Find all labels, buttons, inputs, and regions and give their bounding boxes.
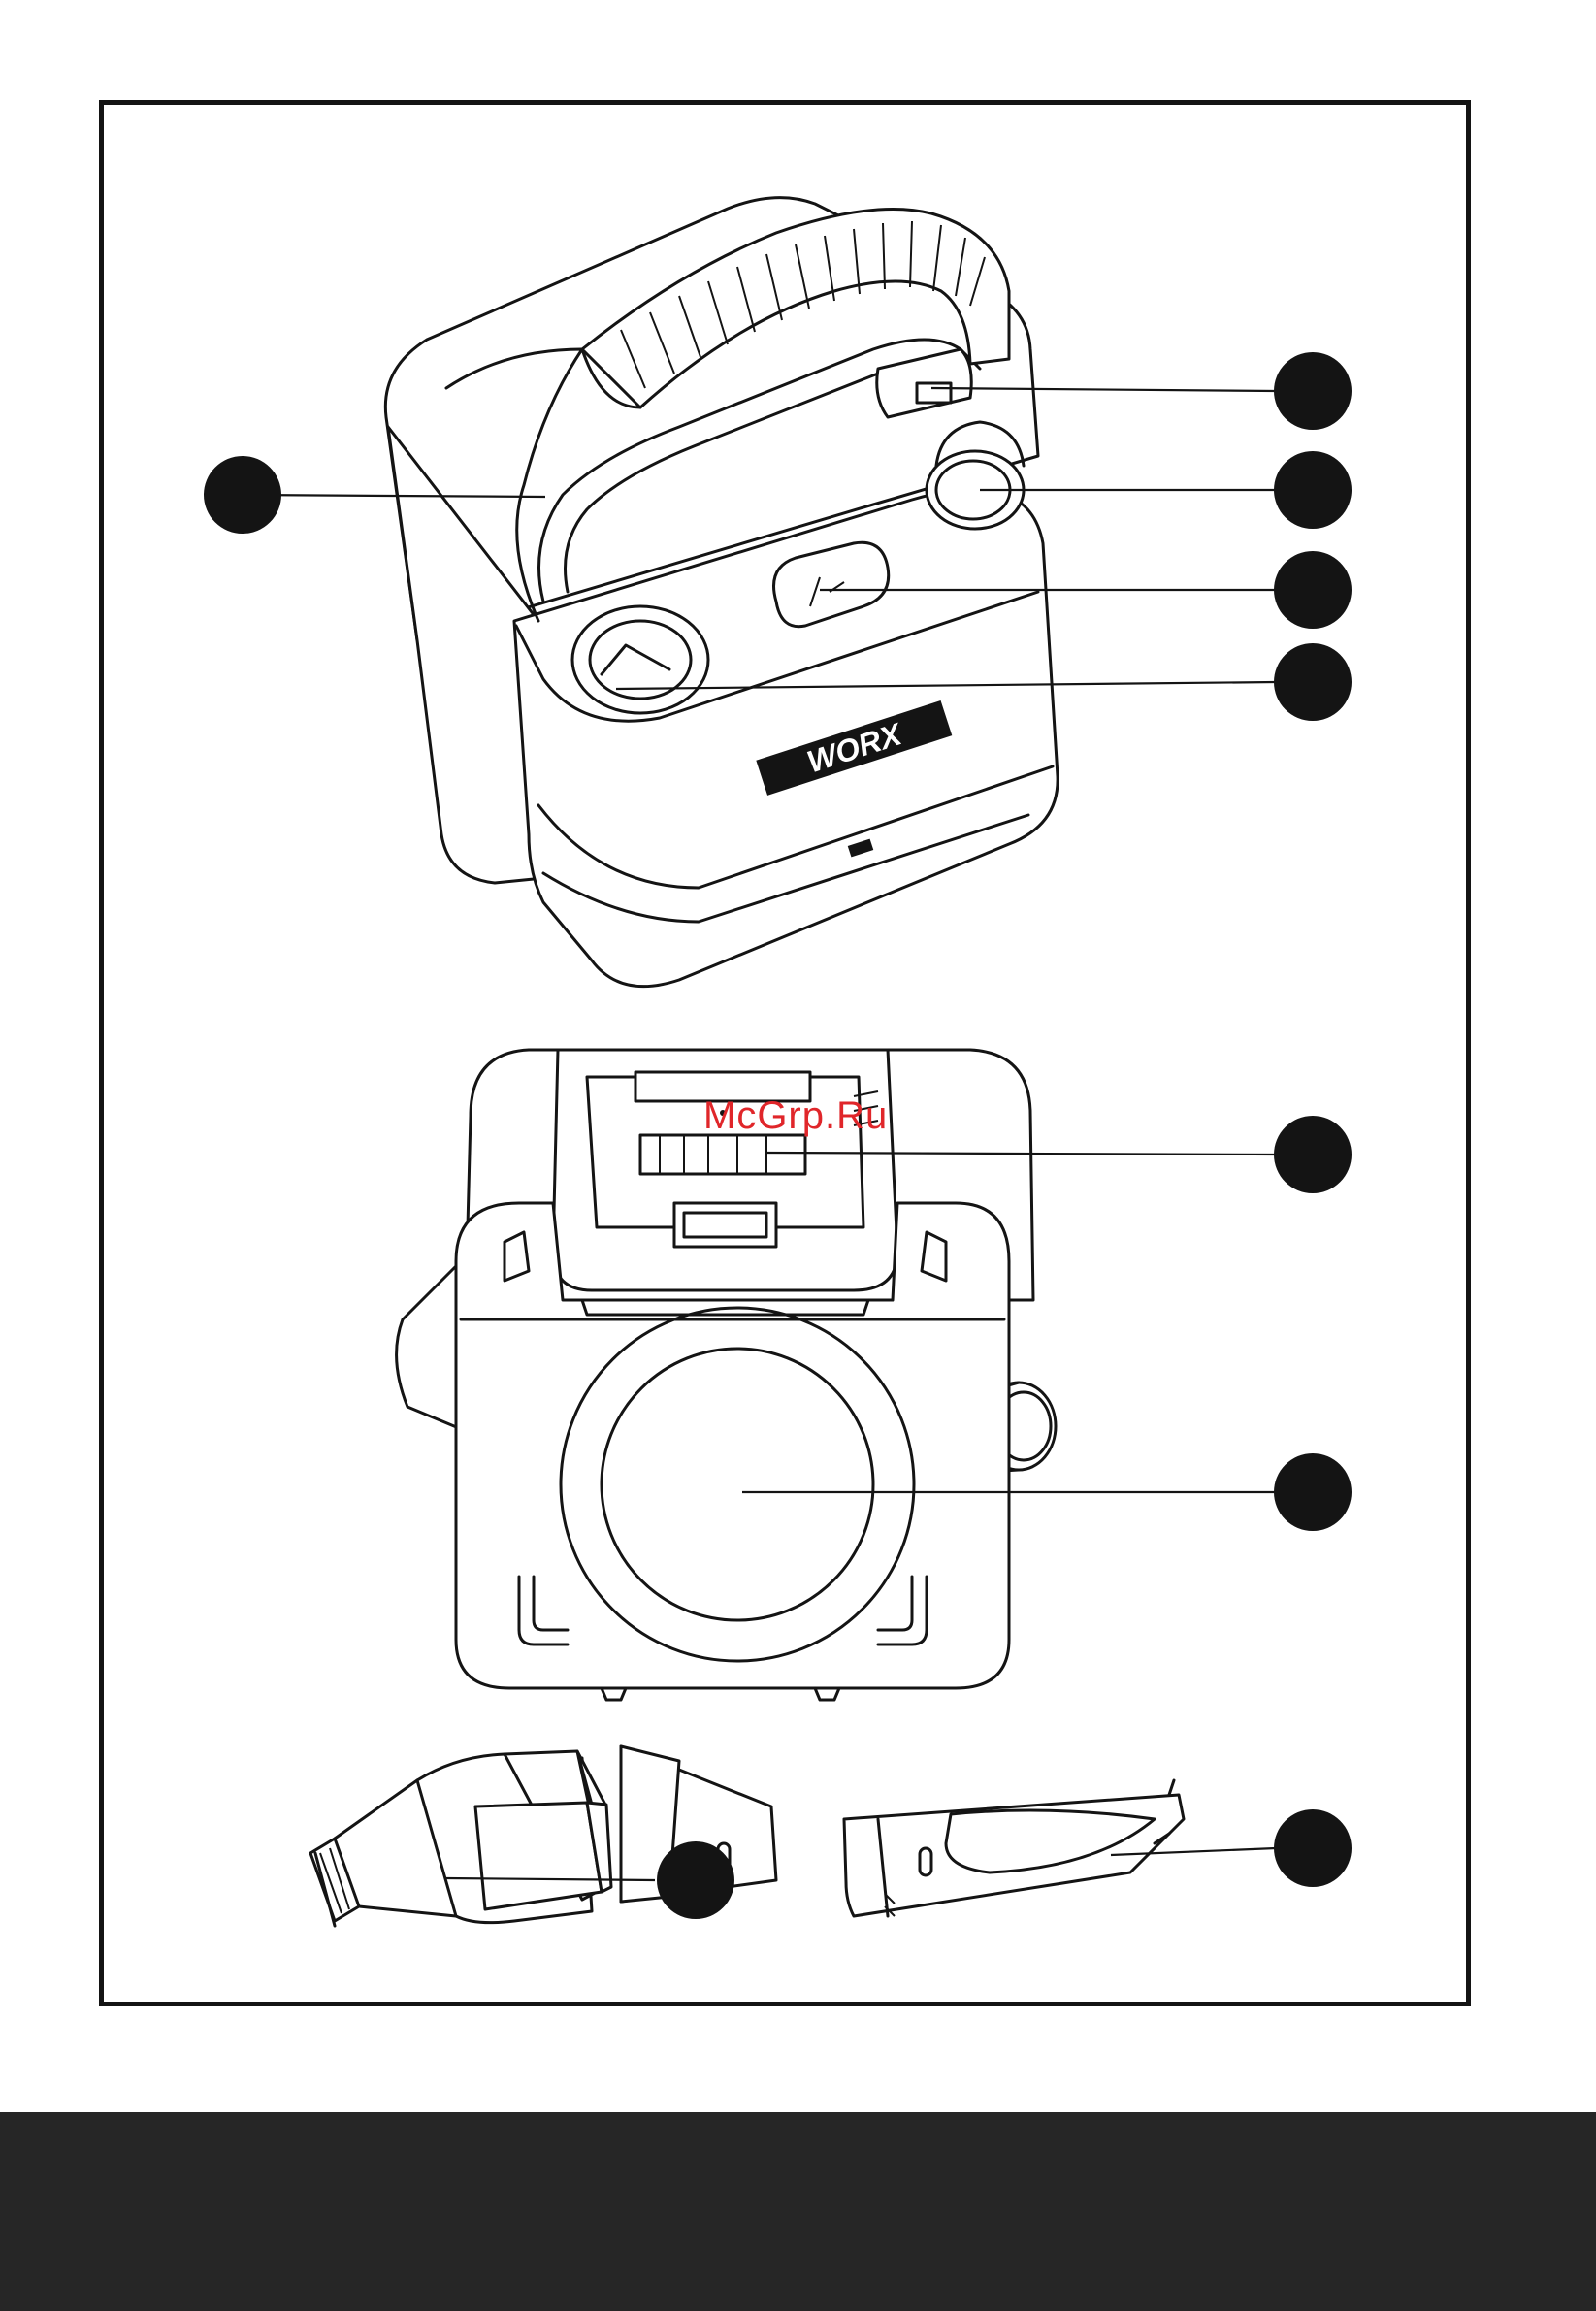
callout-marker: [1274, 1809, 1352, 1887]
callout-marker: [1274, 643, 1352, 721]
callout-marker: [657, 1841, 734, 1919]
vacuum-rear-view: [397, 1050, 1056, 1700]
callout-marker: [1274, 451, 1352, 529]
callout-marker: [1274, 551, 1352, 629]
footer-band: [0, 2112, 1596, 2311]
callout-marker: [204, 456, 281, 534]
crevice-nozzle: [844, 1780, 1184, 1916]
watermark-text: McGrp.Ru: [703, 1094, 888, 1138]
callout-marker: [1274, 1116, 1352, 1193]
vacuum-front-view: WORX: [385, 198, 1058, 987]
callout-marker: [1274, 352, 1352, 430]
callout-marker: [1274, 1453, 1352, 1531]
